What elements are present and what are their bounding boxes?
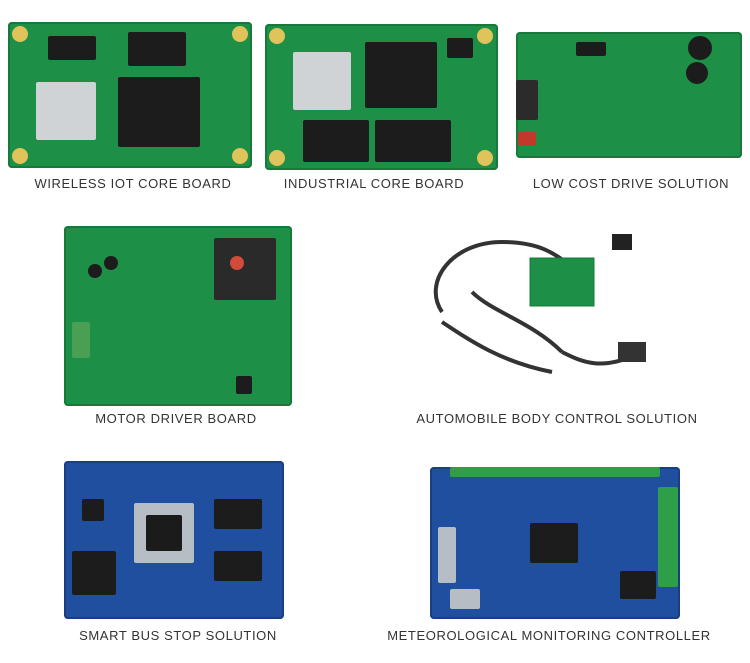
caption-motor-driver-board: MOTOR DRIVER BOARD — [95, 411, 257, 426]
smart-bus-stop-photo — [64, 461, 284, 619]
caption-low-cost-drive-solution: LOW COST DRIVE SOLUTION — [532, 176, 730, 191]
industrial-core-board-photo — [265, 24, 498, 170]
low-cost-drive-photo — [516, 32, 742, 158]
automobile-harness-photo — [412, 222, 660, 382]
caption-smart-bus-stop: SMART BUS STOP SOLUTION — [79, 628, 277, 643]
wireless-iot-board-photo — [8, 22, 252, 168]
caption-automobile-body-control: AUTOMOBILE BODY CONTROL SOLUTION — [416, 411, 698, 426]
wiring-harness-illustration — [433, 234, 646, 374]
caption-industrial-core-board: INDUSTRIAL CORE BOARD — [283, 176, 465, 191]
caption-meteorological-monitoring-controller: METEOROLOGICAL MONITORING CONTROLLER — [387, 628, 711, 643]
caption-wireless-iot-core-board: WIRELESS IOT CORE BOARD — [34, 176, 232, 191]
meteorological-controller-photo — [430, 467, 680, 619]
motor-driver-board-photo — [64, 226, 292, 406]
